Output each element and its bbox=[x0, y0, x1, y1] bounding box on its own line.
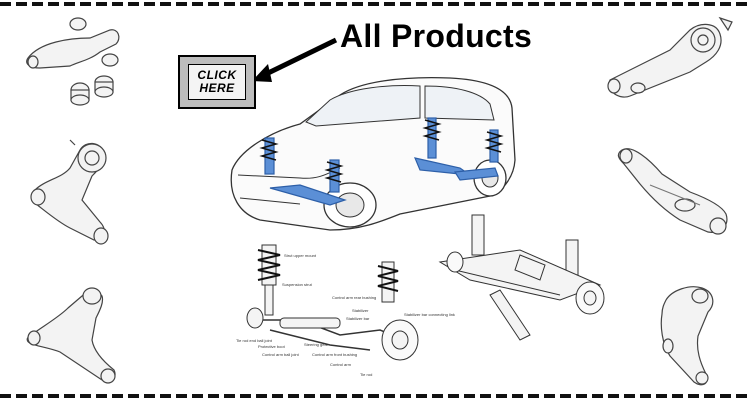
label-control-arm-front-bushing: Control arm front bushing bbox=[312, 352, 357, 357]
front-suspension-diagram: Strut upper mount Suspension strut Contr… bbox=[236, 244, 455, 377]
bottom-dashed-border bbox=[0, 394, 750, 398]
click-here-button[interactable]: CLICK HERE bbox=[178, 55, 256, 109]
label-stabilizer-bar: Stabilizer bar bbox=[346, 316, 370, 321]
top-dashed-border bbox=[0, 2, 750, 6]
lower-control-arm-left-icon bbox=[30, 139, 109, 245]
label-stabilizer: Stabilizer bbox=[352, 308, 369, 313]
click-here-line1: CLICK bbox=[197, 68, 237, 82]
car-suspension-illustration bbox=[230, 77, 516, 231]
upper-arm-bottomright-icon bbox=[660, 286, 714, 386]
upper-control-arm-topleft-icon bbox=[26, 17, 120, 106]
label-suspension-strut: Suspension strut bbox=[282, 282, 313, 287]
label-control-arm-ball-joint: Control arm ball joint bbox=[262, 352, 300, 357]
label-stabilizer-bar-link: Stabilizer bar connecting link bbox=[404, 312, 455, 317]
click-here-face: CLICK HERE bbox=[188, 64, 246, 100]
click-here-line2: HERE bbox=[199, 81, 235, 95]
pointer-arrow bbox=[252, 37, 338, 82]
trailing-arm-topright-icon bbox=[607, 16, 733, 98]
label-tie-rod: Tie rod bbox=[360, 372, 372, 377]
label-control-arm: Control arm bbox=[330, 362, 352, 367]
label-protective-boot: Protective boot bbox=[258, 344, 286, 349]
rear-suspension-assembly bbox=[438, 214, 605, 341]
label-strut-upper-mount: Strut upper mount bbox=[284, 253, 317, 258]
label-tie-rod-end: Tie rod end ball joint bbox=[236, 338, 273, 343]
rear-lower-arm-right-icon bbox=[617, 148, 728, 235]
label-steering-gear: Steering gear bbox=[304, 342, 329, 347]
lower-control-arm-bottomleft-icon bbox=[26, 287, 116, 384]
label-control-arm-rear-bushing: Control arm rear bushing bbox=[332, 295, 376, 300]
all-products-heading[interactable]: All Products bbox=[340, 18, 533, 54]
